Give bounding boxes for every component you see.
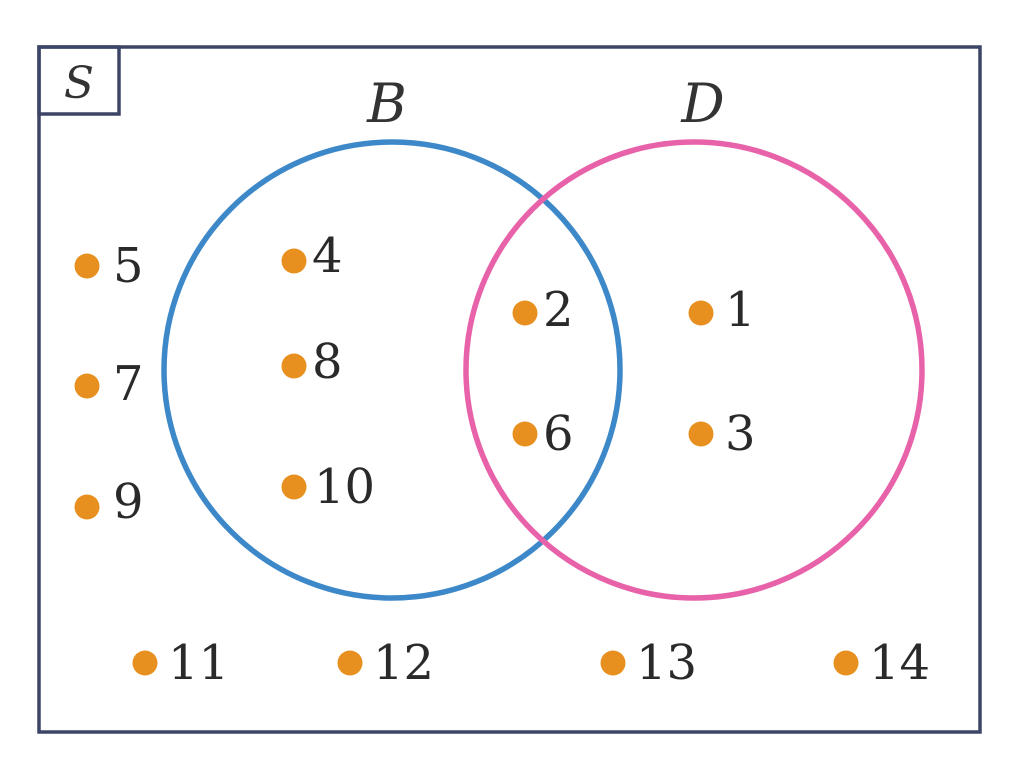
element-label: 4 (312, 228, 343, 284)
element-item: 10 (281, 459, 375, 515)
element-label: 1 (725, 282, 756, 338)
universe-label: S (64, 58, 94, 109)
set-b-circle (161, 139, 623, 601)
element-item: 7 (74, 356, 144, 412)
element-dot (512, 300, 538, 326)
element-dot (281, 248, 307, 274)
element-item: 9 (74, 474, 144, 530)
set-d-label: D (680, 72, 724, 135)
element-label: 12 (373, 635, 434, 691)
element-item: 1 (688, 282, 756, 338)
element-label: 6 (543, 406, 574, 462)
element-label: 2 (543, 282, 574, 338)
element-dot (512, 421, 538, 447)
element-item: 13 (600, 635, 697, 691)
element-item: 11 (132, 635, 229, 691)
set-d-circle (463, 139, 925, 601)
element-label: 11 (168, 635, 229, 691)
element-label: 3 (725, 406, 756, 462)
element-item: 4 (281, 228, 343, 284)
set-d-only-elements: 1 3 (688, 282, 756, 462)
element-dot (688, 300, 714, 326)
element-item: 6 (512, 406, 574, 462)
outside-elements: 5 7 9 11 12 13 14 (74, 238, 930, 691)
element-label: 7 (113, 356, 144, 412)
element-dot (74, 373, 100, 399)
element-item: 12 (337, 635, 434, 691)
element-dot (600, 650, 626, 676)
element-label: 5 (113, 238, 144, 294)
element-label: 9 (113, 474, 144, 530)
element-dot (74, 494, 100, 520)
set-b-only-elements: 4 8 10 (281, 228, 375, 515)
element-dot (281, 474, 307, 500)
element-dot (337, 650, 363, 676)
element-item: 5 (74, 238, 144, 294)
element-label: 8 (312, 334, 343, 390)
intersection-elements: 2 6 (512, 282, 574, 462)
element-dot (74, 253, 100, 279)
universe-frame (37, 45, 982, 734)
element-item: 14 (833, 635, 930, 691)
element-label: 13 (636, 635, 697, 691)
element-dot (132, 650, 158, 676)
element-label: 14 (869, 635, 930, 691)
element-item: 8 (281, 334, 343, 390)
element-dot (688, 421, 714, 447)
element-dot (833, 650, 859, 676)
element-label: 10 (314, 459, 375, 515)
set-b-label: B (366, 72, 407, 135)
element-item: 2 (512, 282, 574, 338)
element-dot (281, 353, 307, 379)
universe-label-box (37, 45, 121, 116)
element-item: 3 (688, 406, 756, 462)
